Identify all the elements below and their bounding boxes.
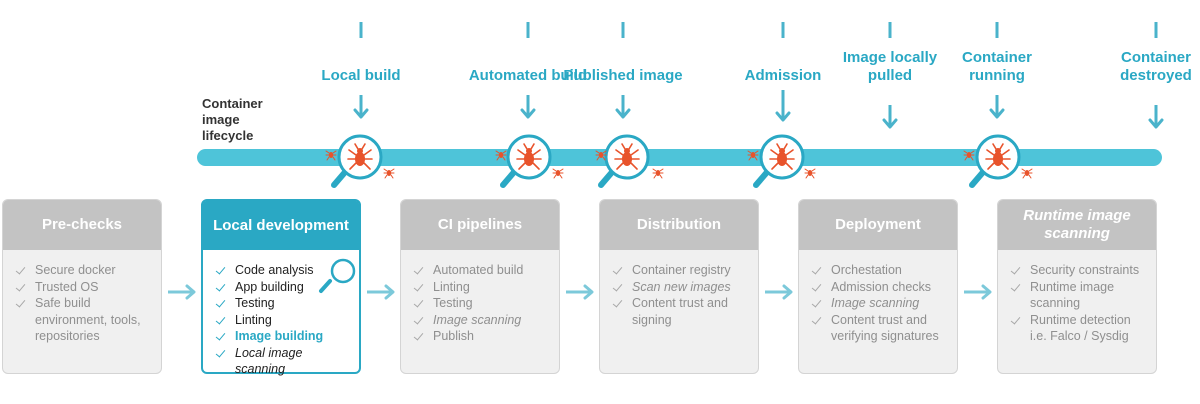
check-item: Trusted OS: [16, 279, 155, 296]
check-item: App building: [216, 279, 353, 296]
stage-title: Runtime image scanning: [998, 200, 1156, 250]
phase-label: Local build: [321, 67, 401, 84]
check-item: Testing: [414, 295, 553, 312]
stage-items: Secure docker Trusted OS Safe build envi…: [3, 262, 161, 345]
check-item: Image building: [216, 328, 353, 345]
check-item: Runtime detection i.e. Falco / Sysdig: [1011, 312, 1150, 345]
check-item: Secure docker: [16, 262, 155, 279]
magnifier-icon: [319, 258, 356, 293]
check-item: Orchestation: [812, 262, 951, 279]
small-bug-icon: [652, 168, 664, 179]
stage-ci-pipelines: CI pipelines Automated build Linting Tes…: [400, 199, 560, 374]
small-bug-icon: [552, 168, 564, 179]
stage-local-development: Local development Code analysis App buil…: [201, 199, 361, 376]
stage-distribution: Distribution Container registry Scan new…: [599, 199, 759, 374]
phase-container-running: Container running: [937, 47, 1057, 85]
phase-label: Container destroyed: [1120, 49, 1192, 84]
check-item: Content trust and signing: [613, 295, 752, 328]
check-item: Publish: [414, 328, 553, 345]
stage-items: Automated build Linting Testing Image sc…: [401, 262, 559, 345]
check-item: Container registry: [613, 262, 752, 279]
check-item: Content trust and verifying signatures: [812, 312, 951, 345]
phase-automated-build: Automated build: [468, 47, 588, 85]
stage-deployment: Deployment Orchestation Admission checks…: [798, 199, 958, 374]
phase-label: Image locally pulled: [842, 49, 938, 84]
stage-items: Orchestation Admission checks Image scan…: [799, 262, 957, 345]
stage-title: Distribution: [600, 200, 758, 250]
phase-label: Automated build: [468, 67, 588, 84]
check-item: Safe build environment, tools, repositor…: [16, 295, 155, 345]
small-bug-icon: [804, 168, 816, 179]
check-item: Automated build: [414, 262, 553, 279]
lifecycle-label: Container image lifecycle: [202, 96, 263, 143]
lifecycle-bar: [197, 149, 1162, 166]
stage-title: CI pipelines: [401, 200, 559, 250]
check-item: Admission checks: [812, 279, 951, 296]
phase-label: Published image: [563, 67, 683, 84]
phase-label: Admission: [744, 67, 822, 84]
small-bug-icon: [1021, 168, 1033, 179]
phase-container-destroyed: Container destroyed: [1096, 47, 1200, 85]
phase-label: Container running: [961, 49, 1032, 84]
phase-published-image: Published image: [563, 47, 683, 85]
check-item: Security constraints: [1011, 262, 1150, 279]
phase-image-locally-pulled: Image locally pulled: [830, 47, 950, 85]
check-item: Local image scanning: [216, 345, 353, 378]
stage-items: Security constraints Runtime image scann…: [998, 262, 1156, 345]
check-item: Code analysis: [216, 262, 353, 279]
check-item: Linting: [414, 279, 553, 296]
stage-title: Pre-checks: [3, 200, 161, 250]
check-item: Runtime image scanning: [1011, 279, 1150, 312]
stage-title: Deployment: [799, 200, 957, 250]
phase-admission: Admission: [723, 47, 843, 85]
phase-local-build: Local build: [301, 47, 421, 85]
stage-items: Code analysis App building Testing Linti…: [203, 262, 359, 378]
small-bug-icon: [383, 168, 395, 179]
check-item: Image scanning: [414, 312, 553, 329]
check-item: Scan new images: [613, 279, 752, 296]
check-item: Testing: [216, 295, 353, 312]
check-item: Image scanning: [812, 295, 951, 312]
stage-title: Local development: [203, 201, 359, 250]
stage-pre-checks: Pre-checks Secure docker Trusted OS Safe…: [2, 199, 162, 374]
stage-runtime-image-scanning: Runtime image scanning Security constrai…: [997, 199, 1157, 374]
stage-items: Container registry Scan new images Conte…: [600, 262, 758, 328]
check-item: Linting: [216, 312, 353, 329]
